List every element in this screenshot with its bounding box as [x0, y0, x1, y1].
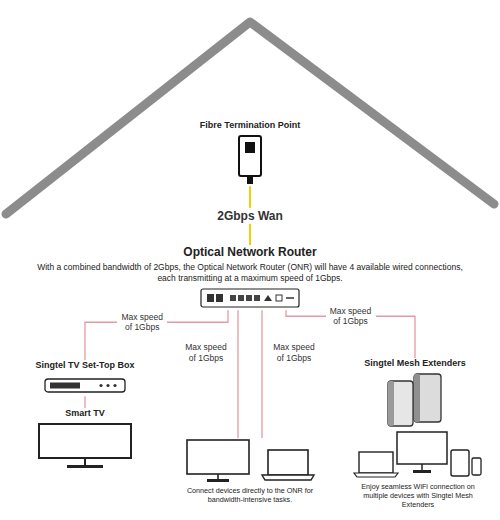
icon-part	[39, 424, 131, 458]
device-node: Singtel TV Set-Top Box	[25, 360, 145, 396]
icon-part	[421, 464, 423, 470]
icon-part	[414, 374, 420, 422]
icon-part	[201, 289, 299, 307]
icon-part	[217, 474, 219, 479]
speed-label: Max speed of 1Gbps	[326, 305, 376, 327]
mesh-extender-icon	[383, 372, 447, 428]
device-node: Optical Network RouterWith a combined ba…	[30, 245, 470, 310]
icon-part	[262, 475, 314, 480]
icon-part	[254, 295, 260, 301]
icon-part	[50, 383, 80, 389]
router-icon	[200, 286, 300, 310]
icon-part	[113, 384, 116, 387]
device-heading: Singtel TV Set-Top Box	[25, 360, 145, 371]
device-node: Enjoy seamless WiFi connection on multip…	[350, 430, 486, 509]
icon-part	[246, 295, 252, 301]
speed-label: Max speed of 1Gbps	[181, 341, 231, 363]
device-node: Smart TV	[25, 408, 145, 470]
wifi-devices-icon	[353, 430, 483, 480]
icon-part	[388, 381, 394, 426]
cable-line	[237, 310, 238, 438]
icon-part	[451, 450, 469, 476]
speed-label: Max speed of 1Gbps	[269, 341, 319, 363]
icon-part	[99, 384, 102, 387]
cable-line	[261, 310, 262, 438]
icon-part	[230, 295, 236, 301]
icon-part	[276, 295, 282, 301]
icon-part	[264, 295, 272, 301]
caption-text: Connect devices directly to the ONR for …	[180, 486, 320, 504]
device-heading: Smart TV	[25, 408, 145, 419]
icon-part	[45, 379, 125, 392]
icon-part	[388, 381, 413, 426]
device-heading: Singtel Mesh Extenders	[355, 358, 475, 369]
icon-part	[239, 136, 261, 176]
icon-part	[84, 458, 86, 465]
icon-part	[245, 142, 255, 153]
icon-part	[216, 294, 223, 302]
device-node: Singtel Mesh Extenders	[355, 358, 475, 428]
wired-devices-icon	[175, 438, 325, 484]
icon-part	[359, 452, 393, 473]
icon-part	[413, 470, 431, 473]
icon-part	[67, 465, 103, 468]
smart-tv-icon	[37, 422, 133, 470]
caption-text: Enjoy seamless WiFi connection on multip…	[354, 482, 482, 509]
device-heading: Optical Network Router	[30, 245, 470, 260]
speed-label: Max speed of 1Gbps	[117, 311, 167, 333]
icon-part	[238, 295, 244, 301]
fibre-termination-icon	[235, 134, 265, 186]
icon-part	[247, 176, 253, 184]
icon-part	[354, 473, 398, 477]
icon-part	[207, 294, 214, 302]
icon-part	[414, 374, 441, 422]
description-text: With a combined bandwidth of 2Gbps, the …	[30, 262, 470, 283]
speed-label: 2Gbps Wan	[215, 207, 285, 223]
device-heading: Fibre Termination Point	[190, 120, 310, 131]
icon-part	[472, 458, 481, 475]
set-top-box-icon	[43, 374, 127, 396]
cable-line	[84, 396, 85, 408]
roof-outline	[6, 22, 494, 214]
icon-part	[286, 298, 294, 300]
device-node: Fibre Termination Point	[190, 120, 310, 186]
icon-part	[207, 479, 229, 482]
device-node: Connect devices directly to the ONR for …	[165, 438, 335, 504]
icon-part	[106, 384, 109, 387]
icon-part	[268, 450, 308, 475]
icon-part	[187, 440, 249, 474]
icon-part	[397, 432, 447, 464]
